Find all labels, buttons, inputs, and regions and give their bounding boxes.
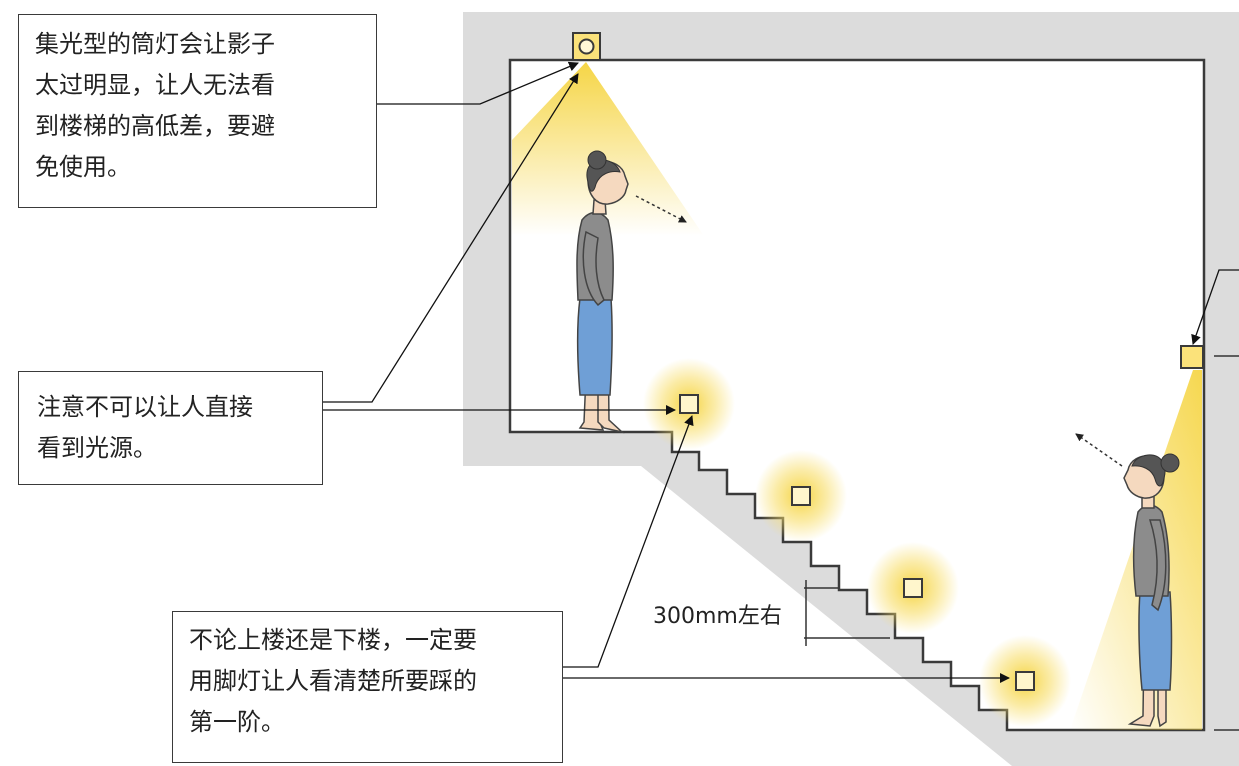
person-icon (576, 150, 687, 434)
callout-line: 到楼梯的高低差，要避 (35, 112, 275, 140)
callout-light-source-warning: 注意不可以让人直接 看到光源。 (18, 371, 323, 485)
callout-line: 用脚灯让人看清楚所要踩的 (189, 667, 477, 695)
step-height-label: 300mm左右 (653, 604, 782, 629)
callout-foot-light-advice: 不论上楼还是下楼，一定要 用脚灯让人看清楚所要踩的 第一阶。 (172, 611, 563, 763)
callout-line: 集光型的筒灯会让影子 (35, 30, 275, 58)
callout-line: 看到光源。 (37, 434, 157, 462)
downlight-beam (512, 62, 704, 236)
callout-line: 第一阶。 (189, 708, 285, 736)
downlight-icon (572, 32, 601, 61)
step-height-dimension (804, 580, 890, 646)
foot-light-icon (679, 394, 1035, 691)
callout-line: 注意不可以让人直接 (37, 393, 253, 421)
person-icon (1075, 433, 1180, 728)
callout-downlight-warning: 集光型的筒灯会让影子 太过明显，让人无法看 到楼梯的高低差，要避 免使用。 (18, 14, 377, 208)
wall-light-icon (1180, 345, 1204, 369)
callout-line: 不论上楼还是下楼，一定要 (189, 626, 477, 654)
callout-line: 太过明显，让人无法看 (35, 71, 275, 99)
leader-lines (323, 61, 1239, 731)
callout-line: 免使用。 (35, 153, 131, 181)
